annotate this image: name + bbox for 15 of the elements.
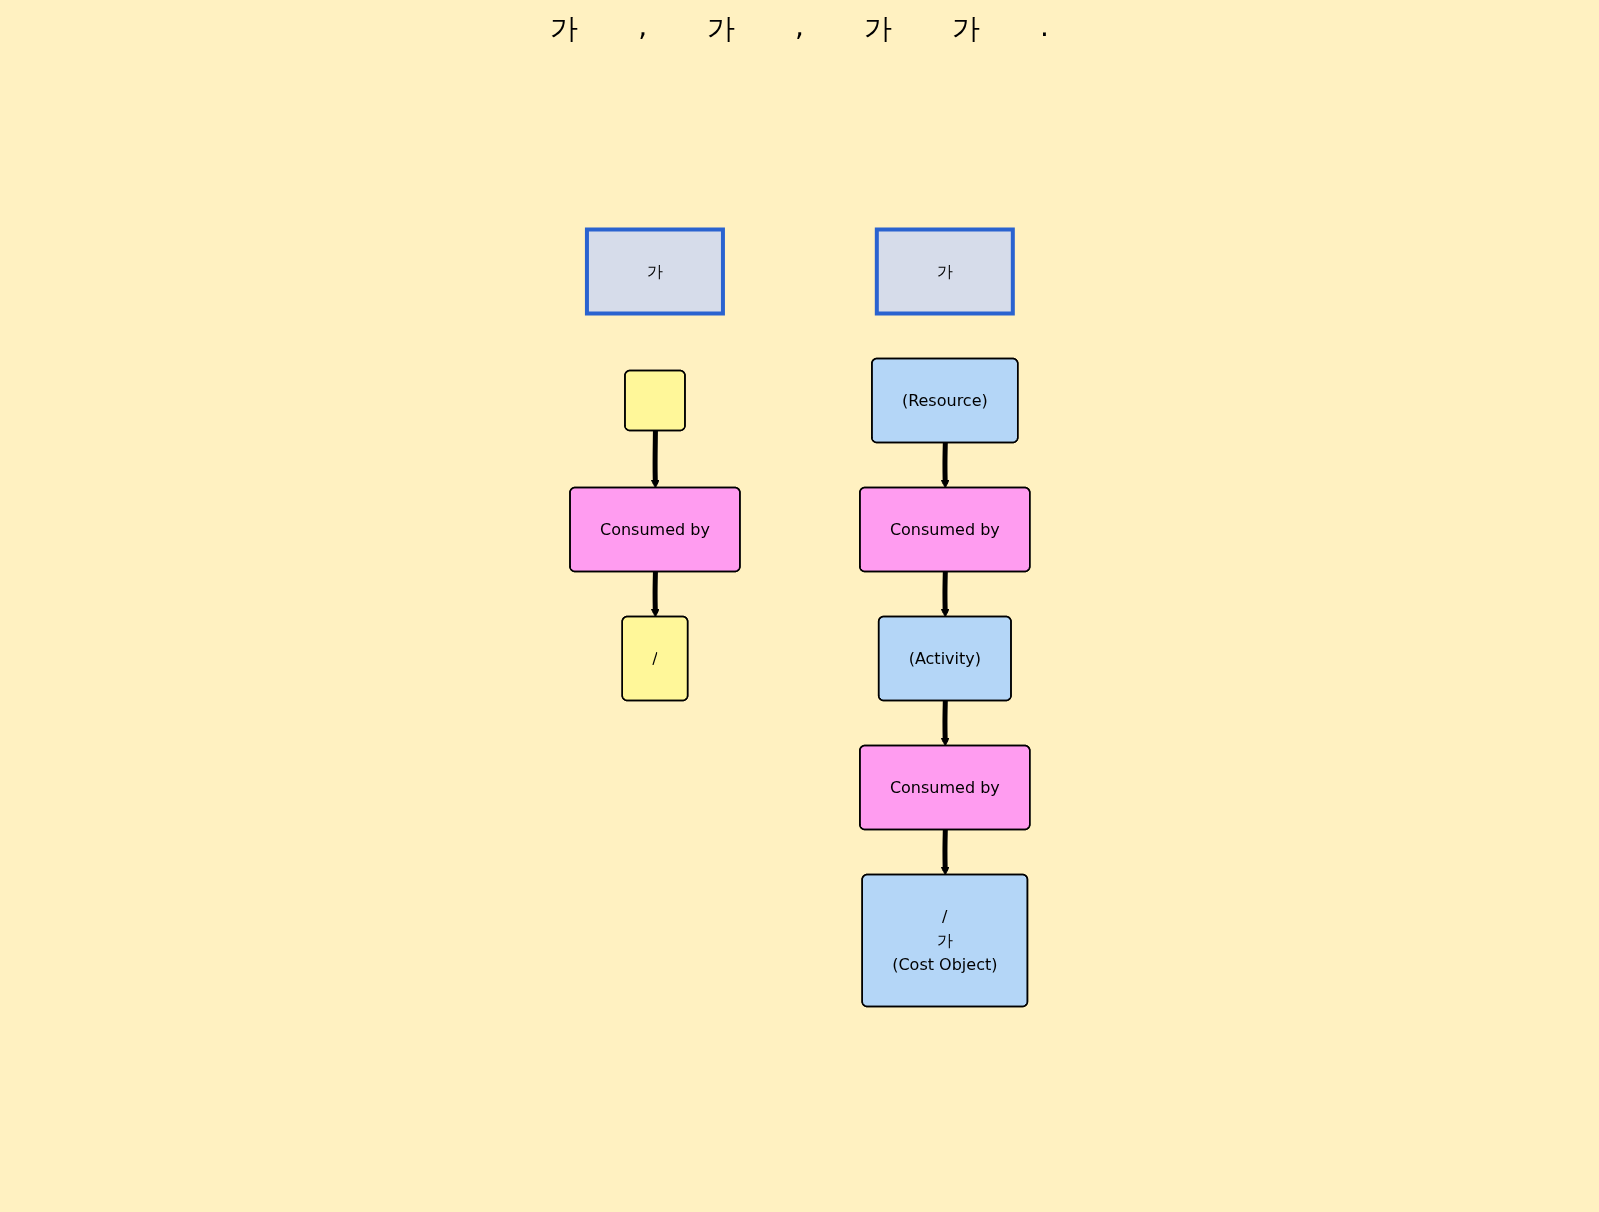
arrow (940, 571, 950, 618)
node-box: 가 (874, 227, 1015, 316)
arrow (940, 442, 950, 489)
note-text: , (795, 10, 804, 45)
arrow (650, 430, 660, 489)
note-text: . (1039, 10, 1049, 45)
note-text: , (638, 10, 648, 45)
note-text: 가 (951, 11, 980, 47)
arrow (940, 700, 950, 747)
arrow (650, 571, 660, 618)
note-text: 가 (550, 11, 579, 47)
note-text: 가 (863, 11, 892, 47)
node-box: 가 (584, 227, 725, 316)
note-text: 가 (707, 11, 736, 47)
arrow (940, 829, 950, 876)
